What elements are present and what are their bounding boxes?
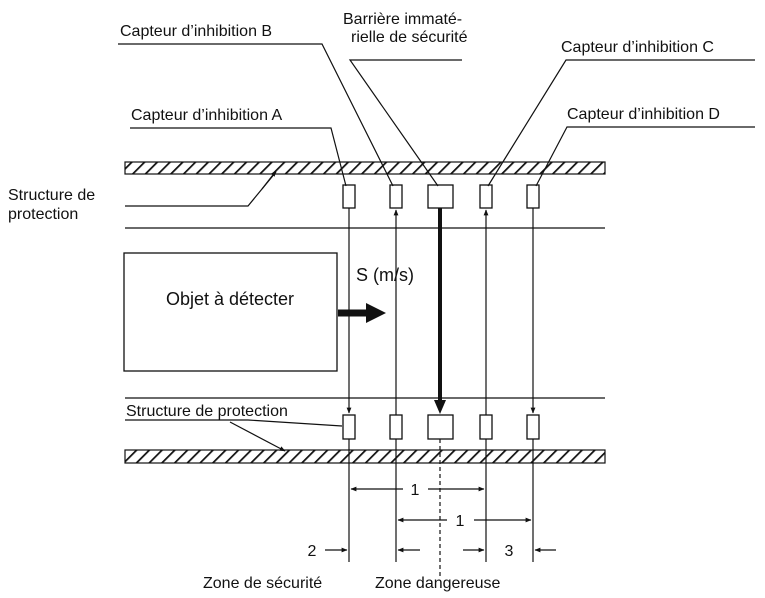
object-label: Objet à détecter xyxy=(166,289,294,309)
object-box xyxy=(123,252,338,372)
sensor-c-bottom xyxy=(479,414,493,440)
structure-top-label-line1: Structure de xyxy=(8,187,95,204)
light-curtain-bottom xyxy=(427,414,454,440)
leader-structure-top-arrow xyxy=(261,170,277,190)
sensor-d-bottom xyxy=(526,414,540,440)
leader-curtain xyxy=(348,59,462,187)
sensor-b-bottom xyxy=(389,414,403,440)
sensor-c-top xyxy=(479,184,493,209)
structure-top-label-line2: protection xyxy=(8,206,78,223)
leader-sensor-d xyxy=(535,126,755,187)
beam-curtain-arrowhead xyxy=(434,400,446,414)
bottom-protective-rail xyxy=(124,449,606,464)
dim-1-lower-label: 1 xyxy=(456,513,465,530)
sensor-a-top xyxy=(342,184,356,209)
leader-sensor-a xyxy=(130,127,347,187)
sensor-d-label: Capteur d’inhibition D xyxy=(567,106,720,123)
leader-structure-bottom xyxy=(125,419,343,427)
leader-sensor-b xyxy=(118,43,394,187)
curtain-label-line1: Barrière immaté- xyxy=(343,11,462,28)
sensor-a-bottom xyxy=(342,414,356,440)
leader-structure-bottom-arrow xyxy=(229,421,286,452)
sensor-b-label: Capteur d’inhibition B xyxy=(120,23,272,40)
dim-1-upper-label: 1 xyxy=(411,482,420,499)
zone-safe-label: Zone de sécurité xyxy=(203,575,322,592)
structure-bottom-label: Structure de protection xyxy=(126,403,288,420)
curtain-label-line2: rielle de sécurité xyxy=(351,29,468,46)
leader-sensor-c xyxy=(487,59,755,187)
light-curtain-top xyxy=(427,184,454,209)
leader-structure-top xyxy=(125,171,277,207)
speed-label: S (m/s) xyxy=(356,265,414,285)
dim-2-label: 2 xyxy=(308,543,317,560)
dim-3-label: 3 xyxy=(505,543,514,560)
zone-danger-label: Zone dangereuse xyxy=(375,575,501,592)
sensor-c-label: Capteur d’inhibition C xyxy=(561,39,714,56)
sensor-d-top xyxy=(526,184,540,209)
sensor-b-top xyxy=(389,184,403,209)
movement-arrowhead xyxy=(366,303,386,323)
sensor-a-label: Capteur d’inhibition A xyxy=(131,107,283,124)
top-protective-rail xyxy=(124,161,606,175)
